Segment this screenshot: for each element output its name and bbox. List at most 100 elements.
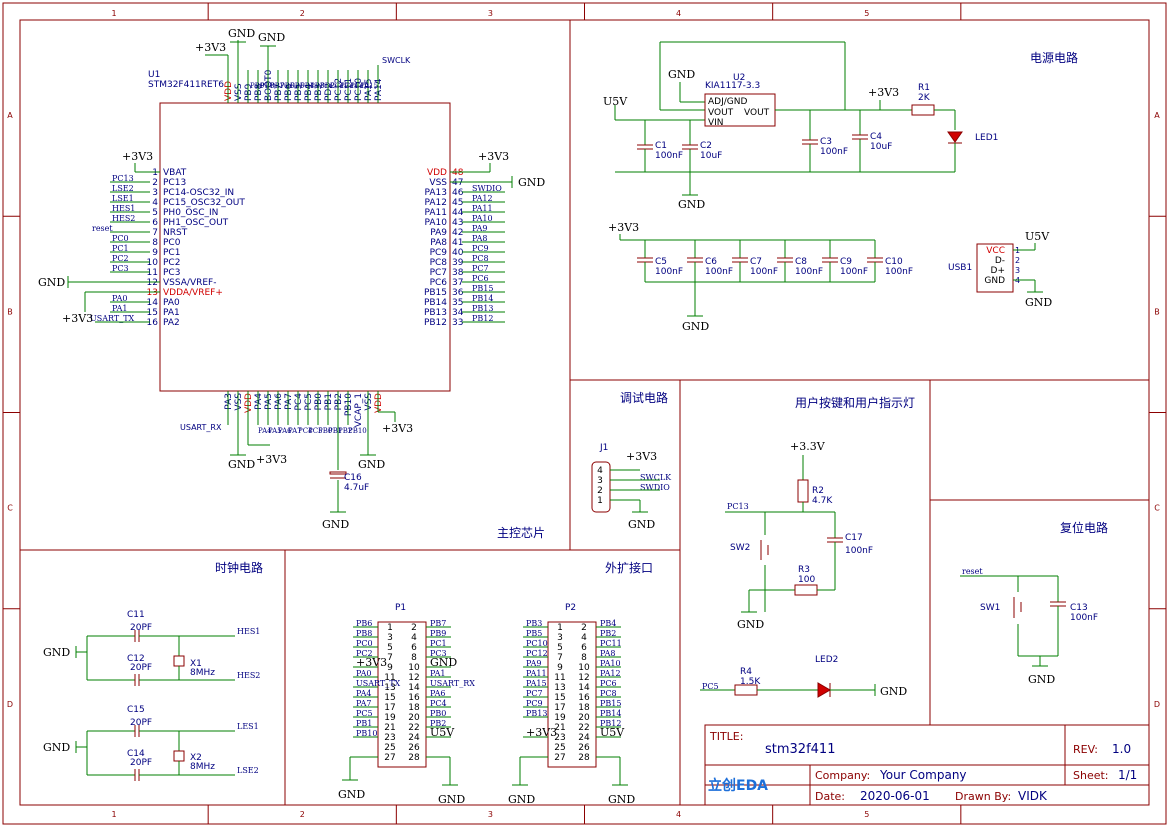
row-mark: A xyxy=(7,111,13,120)
header-left-net: +3V3 xyxy=(526,726,557,739)
r2-value: 4.7K xyxy=(812,496,833,506)
mcu-pin-name: VDD xyxy=(374,393,384,413)
tb-rev: 1.0 xyxy=(1112,742,1131,756)
p2-gnd-right: GND xyxy=(608,793,635,806)
header-left-net: USART_TX xyxy=(356,679,401,688)
col-mark: 3 xyxy=(488,9,493,18)
header-pin-num: 22 xyxy=(578,723,589,733)
mcu-pin-name: PC11 xyxy=(344,78,354,101)
header-pin-num: 28 xyxy=(578,753,590,763)
mcu-u1[interactable]: U1 STM32F411RET6 VBAT1PC132PC13PC14-OSC3… xyxy=(38,27,545,531)
decap-3v3: +3V3 xyxy=(608,221,639,234)
header-pin-num: 8 xyxy=(411,653,417,663)
mcu-pin-name: PB12 xyxy=(424,318,447,328)
j1-pin-num: 2 xyxy=(597,486,603,496)
decap-value: 100nF xyxy=(655,267,683,277)
header-right-net: GND xyxy=(430,656,457,669)
mcu-pin-name: VSSA/VREF- xyxy=(163,278,216,288)
power-cap-ref: C4 xyxy=(870,132,882,142)
j1-ref: J1 xyxy=(599,443,608,453)
mcu-pin-name: PA4 xyxy=(254,393,264,410)
mcu-pin-name: PC4 xyxy=(294,393,304,411)
decap-value: 100nF xyxy=(750,267,778,277)
header-pin-num: 10 xyxy=(578,663,590,673)
mcu-right-3v3: +3V3 xyxy=(478,150,509,163)
header-right-net: PB0 xyxy=(430,709,446,718)
header-right-net: PB9 xyxy=(430,629,446,638)
reg-pin-vout: VOUT xyxy=(708,108,734,118)
mcu-top-net: PB9 xyxy=(250,82,264,90)
section-title-user: 用户按键和用户指示灯 xyxy=(795,395,915,410)
tb-sheet: 1/1 xyxy=(1118,768,1137,782)
mcu-pin-name: PA0 xyxy=(163,298,180,308)
section-title-power: 电源电路 xyxy=(1030,50,1078,65)
col-mark: 5 xyxy=(864,9,869,18)
decap-ref: C9 xyxy=(840,257,852,267)
tb-date: 2020-06-01 xyxy=(860,789,930,803)
mcu-pin-name: VSS xyxy=(429,178,447,188)
mcu-left-net: PC13 xyxy=(112,174,134,183)
mcu-vdda-3v3: +3V3 xyxy=(62,312,93,325)
p2-gnd-left: GND xyxy=(508,793,535,806)
mcu-pin-num: 3 xyxy=(152,188,158,198)
mcu-right-net: PC6 xyxy=(472,274,489,283)
section-title-expansion: 外扩接口 xyxy=(605,560,653,575)
header-pin-num: 21 xyxy=(554,723,565,733)
header-pin-num: 18 xyxy=(408,703,420,713)
tb-title: stm32f411 xyxy=(765,742,835,757)
mcu-pin-name: VSS xyxy=(234,83,244,101)
header-right-net: PC4 xyxy=(430,699,447,708)
mcu-pin-name: PA12 xyxy=(425,198,447,208)
header-right-net: PB2 xyxy=(430,719,446,728)
header-pin-num: 10 xyxy=(408,663,420,673)
mcu-bottom-net: PC4 xyxy=(298,427,313,435)
header-pin-num: 5 xyxy=(387,643,393,653)
mcu-left-net: HES1 xyxy=(112,204,135,213)
mcu-top-net: PC11 xyxy=(340,82,359,90)
mcu-right-net: PA11 xyxy=(472,204,493,213)
mcu-right-net: PA9 xyxy=(472,224,488,233)
header-right-net: PB4 xyxy=(600,619,616,628)
header-right-net: PA12 xyxy=(600,669,621,678)
tb-logo: 立创EDA xyxy=(708,777,768,794)
x2-ref: X2 xyxy=(190,753,202,763)
header-pin-num: 4 xyxy=(581,633,587,643)
user-33v: +3.3V xyxy=(790,440,826,453)
r3-value: 100 xyxy=(798,575,815,585)
header-pin-num: 9 xyxy=(387,663,393,673)
header-left-net: PC7 xyxy=(526,689,543,698)
mcu-pin-name: PB3 xyxy=(314,84,324,101)
col-mark: 2 xyxy=(300,810,305,819)
header-right-net: PC8 xyxy=(600,689,617,698)
header-pin-num: 24 xyxy=(578,733,590,743)
row-mark: B xyxy=(1154,307,1160,316)
mcu-pin-num: 47 xyxy=(452,178,463,188)
mcu-pin-name: PC0 xyxy=(163,238,181,248)
reset-circuit: reset SW1 C13 100nF GND xyxy=(960,567,1098,686)
mcu-pin-name: PB2 xyxy=(334,393,344,410)
tb-title-label: TITLE: xyxy=(709,730,743,743)
header-right-net: PA1 xyxy=(430,669,446,678)
header-pin-num: 2 xyxy=(411,623,417,633)
decap-ref: C5 xyxy=(655,257,667,267)
section-title-debug: 调试电路 xyxy=(620,390,668,405)
mcu-pin-num: 46 xyxy=(452,188,464,198)
reg-pin-vout2: VOUT xyxy=(744,108,770,118)
x1-ref: X1 xyxy=(190,659,202,669)
header-pin-num: 1 xyxy=(557,623,563,633)
mcu-top-net: PC12 xyxy=(330,82,349,90)
led2-ref: LED2 xyxy=(815,655,838,665)
mcu-left-net: PC0 xyxy=(112,234,129,243)
mcu-pin-name: PB15 xyxy=(424,288,447,298)
header-pin-num: 17 xyxy=(384,703,395,713)
header-left-net: PA11 xyxy=(526,669,547,678)
mcu-left-net: LSE1 xyxy=(112,194,134,203)
mcu-pin-name: PB0 xyxy=(314,393,324,411)
mcu-pin-num: 43 xyxy=(452,218,463,228)
mcu-pin-num: 10 xyxy=(147,258,159,268)
j1-swclk: SWCLK xyxy=(640,473,672,482)
